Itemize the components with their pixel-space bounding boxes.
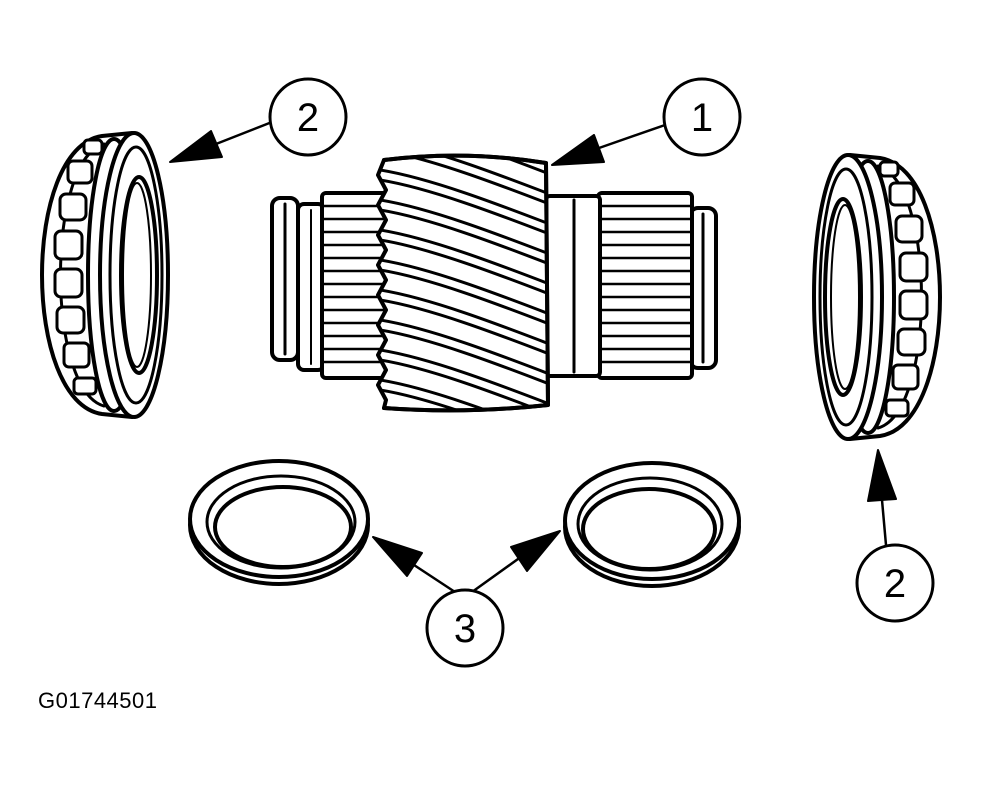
helical-teeth [378,155,548,411]
helical-tooth-line [378,268,548,327]
helical-tooth-line [378,318,548,377]
helical-tooth-line [378,155,548,177]
arrowhead [510,530,561,572]
roller [898,289,929,321]
bearing-rollers [878,160,929,418]
left-spline [320,191,390,380]
helical-tooth-line [378,155,548,197]
callout-circle [855,543,935,623]
roller [82,138,104,156]
leader-line [880,498,888,547]
callout-shims: 3 [425,588,505,668]
right-tapered-roller-bearing [812,153,942,441]
roller [884,398,910,418]
spline-teeth [322,204,388,364]
spline-teeth [598,204,692,364]
bearing-rollers [53,138,104,396]
roller [888,181,916,207]
roller [66,159,94,185]
roller [62,341,91,369]
leader-line [214,120,274,146]
figure-id: G01744501 [38,688,158,713]
helical-tooth-line [378,178,548,237]
helical-tooth-line [378,388,548,411]
helical-tooth-line [378,208,548,267]
helical-tooth-line [378,288,548,347]
helical-tooth-line [378,298,548,357]
leader-line [412,563,457,594]
arrowhead [551,134,605,166]
helical-tooth-line [378,348,548,407]
helical-tooth-line [378,328,548,387]
roller [896,327,927,357]
roller [894,214,924,244]
roller [878,160,900,178]
shim-hole [581,487,717,571]
leader-shims [372,530,561,594]
left-shim [188,459,370,586]
helical-tooth-line [378,168,548,227]
arrowhead [867,449,897,502]
leader-line [597,123,667,150]
arrowhead [169,130,223,163]
helical-tooth-line [378,155,548,207]
callout-number: 2 [297,96,319,140]
helical-tooth-line [378,228,548,287]
roller [891,363,920,391]
callout-circle [662,77,742,157]
callout-number: 2 [884,562,906,606]
right-spline [596,191,694,380]
helical-tooth-line [378,378,548,411]
leader-right-bearing [867,449,897,547]
gear-outline [382,153,550,413]
callout-gear: 1 [662,77,742,157]
callout-right-bearing: 2 [855,543,935,623]
roller [53,229,84,261]
roller [58,192,88,222]
helical-tooth-line [378,198,548,257]
helical-tooth-line [378,238,548,297]
bearing-bore-edge [830,204,860,390]
helical-tooth-line [378,258,548,317]
right-shim [563,461,741,588]
shim-hole [213,485,353,569]
helical-gear [376,153,550,413]
callout-left-bearing: 2 [268,77,348,157]
callout-number: 1 [691,96,713,140]
callout-circle [268,77,348,157]
roller [53,267,84,299]
leader-line [470,557,520,594]
callout-number: 3 [454,607,476,651]
leader-gear [551,123,667,166]
arrowhead [372,536,423,577]
roller [898,251,929,283]
callout-circle [425,588,505,668]
bearing-bore-edge [122,182,152,368]
left-tapered-roller-bearing [40,131,170,419]
helical-gear-shaft [270,153,718,413]
bearing-cone-inner-edge [818,167,874,427]
roller [55,305,86,335]
roller [72,376,98,396]
leader-left-bearing [169,120,274,163]
bearing-cone-inner-edge [108,145,164,405]
